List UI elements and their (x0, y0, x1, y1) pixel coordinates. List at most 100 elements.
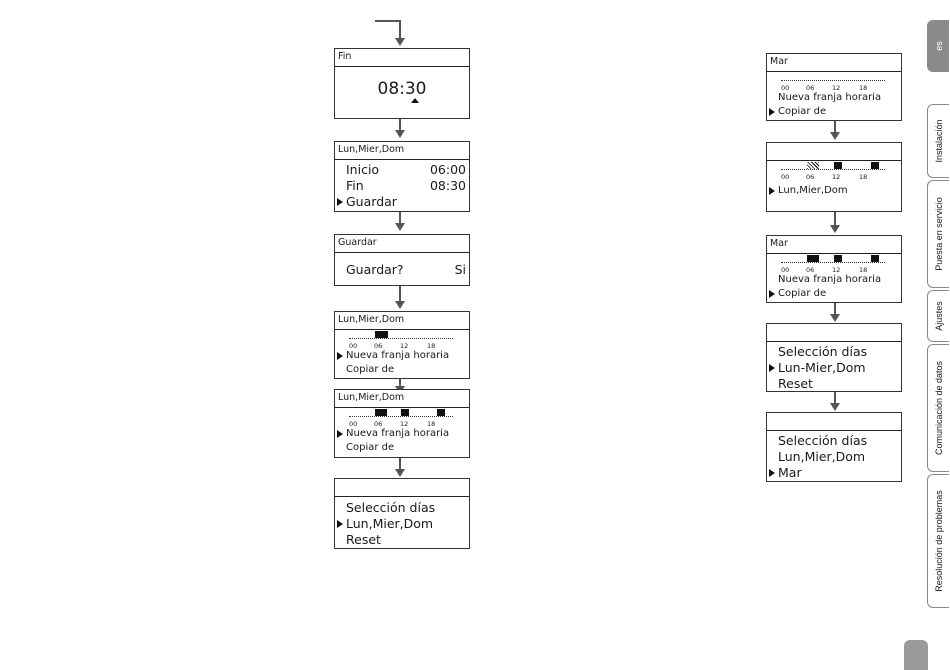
flow-line (399, 212, 401, 224)
flow-line (834, 212, 836, 226)
time-slot (871, 162, 879, 169)
arrow-head (395, 130, 405, 138)
menu-row-copy[interactable]: Copiar de (346, 364, 395, 375)
tick-label: 18 (859, 173, 868, 181)
save-question[interactable]: Guardar? Si (335, 262, 469, 277)
menu-row-new-slot[interactable]: Nueva franja horaria (346, 350, 450, 361)
time-slot (834, 255, 842, 262)
tick-label: 06 (374, 420, 383, 428)
menu-row-day-selection[interactable]: Selección días (346, 500, 436, 515)
selection-cursor-icon (769, 187, 775, 195)
tab-comunicacion[interactable]: Comunicación de datos (927, 344, 949, 472)
screen-title: Mar (767, 54, 901, 72)
arrow-head (830, 132, 840, 140)
menu-row-reset[interactable]: Reset (346, 532, 381, 547)
screen-mar-copied: Mar 00 06 12 18 Nueva franja horaria Cop… (766, 235, 902, 303)
tab-resolucion[interactable]: Resolución de problemas (927, 474, 949, 608)
menu-row-copy[interactable]: Copiar de (346, 442, 395, 453)
tick-label: 00 (781, 173, 790, 181)
flow-line (399, 379, 401, 387)
screen-title: Lun,Mier,Dom (335, 390, 469, 408)
menu-row-day-selection[interactable]: Selección días (778, 344, 868, 359)
arrow-head (830, 225, 840, 233)
row-label: Fin (346, 178, 364, 193)
menu-row-new-slot[interactable]: Nueva franja horaria (778, 274, 882, 285)
selection-cursor-icon (769, 364, 775, 372)
menu-row-days[interactable]: Lun-Mier,Dom (778, 360, 866, 375)
menu-row-start[interactable]: Inicio 06:00 (335, 162, 469, 177)
tab-puesta-en-servicio[interactable]: Puesta en servicio (927, 180, 949, 288)
menu-row-mar[interactable]: Mar (778, 465, 802, 480)
time-bar (781, 254, 885, 266)
flow-line (399, 458, 401, 470)
tick-label: 06 (374, 342, 383, 350)
time-bar (781, 161, 885, 173)
tick-label: 12 (832, 266, 841, 274)
screen-title: Guardar (335, 235, 469, 253)
menu-row-days[interactable]: Lun,Mier,Dom (346, 516, 434, 531)
tick-label: 12 (400, 342, 409, 350)
screen-day-selection-3: Selección días Lun,Mier,Dom Mar (766, 412, 902, 482)
tab-label: Puesta en servicio (933, 197, 944, 271)
screen-title: Lun,Mier,Dom (335, 312, 469, 330)
time-axis (781, 169, 885, 170)
time-minutes[interactable]: 30 (404, 79, 427, 99)
menu-row-copy[interactable]: Copiar de (778, 288, 827, 299)
menu-row-copy[interactable]: Copiar de (778, 106, 827, 117)
time-hours: 08: (377, 79, 405, 99)
screen-save: Guardar Guardar? Si (334, 234, 470, 286)
time-slot (375, 409, 387, 416)
arrow-head (395, 223, 405, 231)
time-value: 08:30 (335, 79, 469, 99)
time-axis (349, 416, 453, 417)
tick-label: 18 (859, 266, 868, 274)
menu-row-new-slot[interactable]: Nueva franja horaria (778, 92, 882, 103)
time-slot (437, 409, 445, 416)
time-slot (401, 409, 409, 416)
selection-cursor-icon (337, 352, 343, 360)
tick-label: 00 (349, 342, 358, 350)
time-bar (349, 330, 453, 342)
time-slot (807, 255, 819, 262)
answer-value[interactable]: Si (454, 262, 466, 277)
tab-es[interactable]: es (927, 20, 949, 72)
time-slot (871, 255, 879, 262)
screen-timeline-2: Lun,Mier,Dom 00 06 12 18 Nueva franja ho… (334, 389, 470, 458)
tick-label: 18 (859, 84, 868, 92)
tab-ajustes[interactable]: Ajustes (927, 290, 949, 342)
tab-label: Ajustes (933, 301, 944, 331)
screen-title (767, 413, 901, 431)
menu-row-end[interactable]: Fin 08:30 (335, 178, 469, 193)
row-value: 06:00 (429, 162, 466, 177)
menu-row-new-slot[interactable]: Nueva franja horaria (346, 428, 450, 439)
flow-line (399, 286, 401, 302)
screen-copy-source: 00 06 12 18 Lun,Mier,Dom (766, 142, 902, 212)
edit-caret-icon (411, 98, 419, 103)
tick-label: 06 (806, 84, 815, 92)
time-axis (781, 80, 885, 81)
tab-instalacion[interactable]: Instalación (927, 104, 949, 178)
tick-label: 00 (781, 266, 790, 274)
tick-label: 18 (427, 420, 436, 428)
tab-label: Instalación (933, 119, 944, 163)
time-axis (349, 338, 453, 339)
tick-label: 06 (806, 173, 815, 181)
tick-label: 00 (349, 420, 358, 428)
arrow-head (395, 301, 405, 309)
tick-label: 18 (427, 342, 436, 350)
menu-row-save[interactable]: Guardar (335, 194, 469, 209)
selection-cursor-icon (769, 290, 775, 298)
screen-schedule-edit: Lun,Mier,Dom Inicio 06:00 Fin 08:30 Guar… (334, 141, 470, 212)
menu-row-source-days[interactable]: Lun,Mier,Dom (778, 185, 848, 196)
screen-title: Fin (335, 49, 469, 67)
tick-label: 12 (832, 84, 841, 92)
menu-row-day-selection[interactable]: Selección días (778, 433, 868, 448)
menu-row-days[interactable]: Lun,Mier,Dom (778, 449, 866, 464)
time-bar (781, 72, 885, 84)
screen-title: Mar (767, 236, 901, 254)
menu-row-reset[interactable]: Reset (778, 376, 813, 391)
page-number-tab (904, 640, 928, 670)
screen-day-selection: Selección días Lun,Mier,Dom Reset (334, 478, 470, 549)
flow-line (834, 121, 836, 133)
time-slot (375, 331, 388, 338)
